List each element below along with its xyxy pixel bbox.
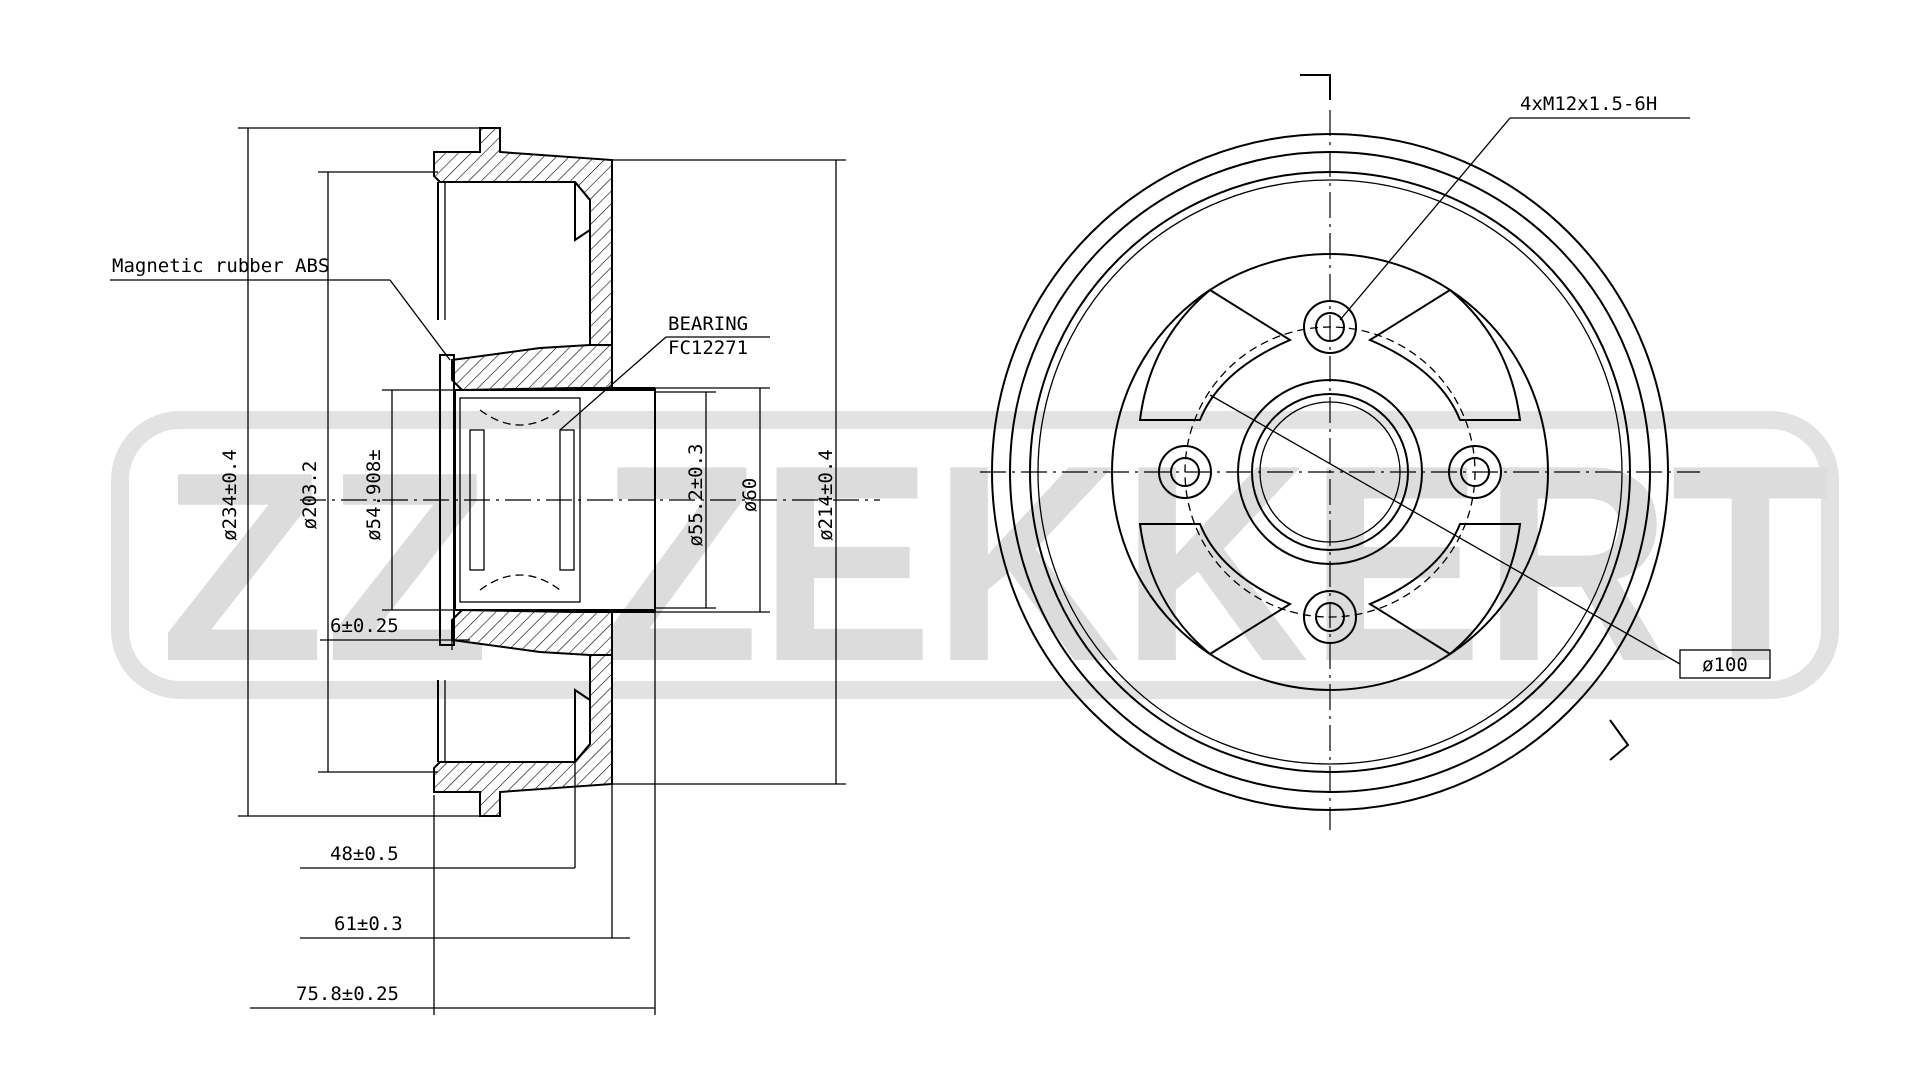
hub-bore-circle	[1251, 393, 1409, 551]
dim-w75: 75.8±0.25	[296, 983, 399, 1005]
dim-w6: 6±0.25	[330, 615, 399, 637]
dim-d60: ø60	[739, 478, 761, 512]
bearing-leader	[559, 336, 667, 431]
window-cutout	[1138, 288, 1293, 421]
pcd-box	[1679, 649, 1771, 679]
watermark: ZEKKERT ZZ	[111, 408, 1839, 720]
dim-w61: 61±0.3	[334, 913, 403, 935]
drum-ring	[1037, 179, 1623, 765]
section-marker-bottom	[1609, 719, 1630, 761]
bolt-boss	[1303, 590, 1357, 644]
bolt-hole	[1460, 457, 1490, 487]
drum-ring	[1009, 151, 1651, 793]
watermark-logo-mark: ZZ	[160, 417, 490, 718]
dim-d54: ø54.908±	[363, 449, 385, 541]
pcd-label: ø100	[1702, 654, 1748, 676]
bearing-inner-ring	[469, 429, 485, 571]
dim-w48: 48±0.5	[330, 843, 399, 865]
bolt-boss	[1448, 445, 1502, 499]
thread-label: 4xM12x1.5-6H	[1520, 93, 1657, 115]
bearing-outline	[459, 397, 581, 603]
bearing-code: FC12271	[668, 337, 748, 359]
pcd-circle	[1184, 326, 1476, 618]
hub-outer-circle	[1237, 379, 1423, 565]
window-cutout	[1367, 288, 1522, 421]
watermark-frame	[111, 411, 1839, 699]
drum-ring	[1029, 171, 1631, 773]
bearing-roller-bottom	[479, 574, 561, 591]
drum-rib-bottom	[574, 688, 591, 763]
watermark-brand: ZEKKERT	[600, 408, 1830, 720]
drum-rib-top	[574, 181, 591, 242]
bolt-boss	[1158, 445, 1212, 499]
dim-d203: ø203.2	[299, 461, 321, 530]
section-callouts: Magnetic rubber ABS BEARING FC12271	[110, 255, 770, 431]
abs-label: Magnetic rubber ABS	[112, 255, 329, 277]
bolt-boss	[1303, 300, 1357, 354]
web-circle	[1111, 253, 1549, 691]
dim-d214: ø214±0.4	[815, 449, 837, 541]
window-cutout	[1138, 523, 1293, 656]
section-marker-top	[1300, 74, 1331, 100]
section-dimensions: ø234±0.4 ø203.2 ø54.908± ø55.2±0.3 ø60 ø…	[219, 127, 846, 1015]
drum-outer-circle	[991, 133, 1669, 811]
abs-leader	[389, 279, 451, 361]
section-view	[300, 127, 880, 817]
window-cutout	[1367, 523, 1522, 656]
drum-wall-top	[433, 127, 613, 346]
bolt-hole	[1315, 312, 1345, 342]
bolt-hole	[1170, 457, 1200, 487]
bolt-holes	[1158, 300, 1502, 644]
front-view: 4xM12x1.5-6H ø100	[980, 74, 1771, 830]
bearing-roller-top	[479, 409, 561, 426]
dim-d234: ø234±0.4	[219, 449, 241, 541]
web-top	[451, 344, 613, 392]
bearing-title: BEARING	[668, 313, 748, 335]
dim-d55: ø55.2±0.3	[685, 444, 707, 547]
bearing-outer-ring	[559, 429, 575, 571]
bolt-hole	[1315, 602, 1345, 632]
pcd-leader	[1209, 394, 1681, 665]
thread-leader	[1339, 117, 1511, 321]
hub-ring	[1259, 401, 1401, 543]
